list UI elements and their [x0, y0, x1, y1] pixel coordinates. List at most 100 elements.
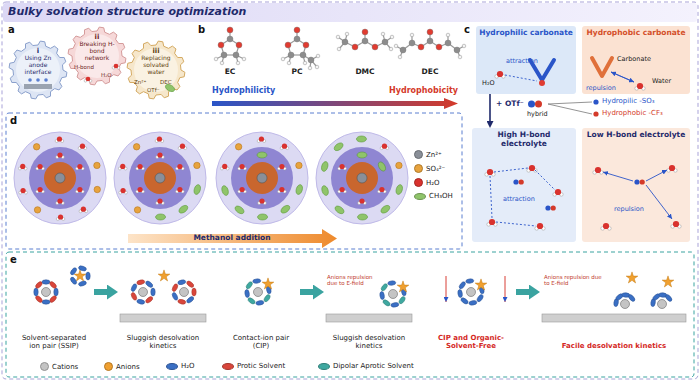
- oxygen-atom: [595, 167, 601, 173]
- panel-e-border: [6, 252, 694, 377]
- atom: [337, 47, 341, 51]
- atom: [303, 61, 307, 65]
- legend-swatch: [222, 363, 234, 370]
- atom: [236, 61, 240, 65]
- atom: [372, 44, 378, 50]
- legend-text: SO₄²⁻: [426, 165, 445, 173]
- solvent-molecule: [54, 288, 58, 296]
- legend-item: Anions: [104, 362, 140, 371]
- solvent-molecule: [263, 294, 271, 303]
- atom: [458, 55, 462, 59]
- edge-label: + OTf⁻: [496, 100, 524, 109]
- oxygen-atom: [20, 188, 25, 193]
- molecule-label: H₂O: [482, 80, 495, 87]
- cation: [180, 288, 189, 297]
- molecule-label: Carbonate: [617, 56, 651, 63]
- roman-numeral: iii: [152, 47, 159, 55]
- node-text: Sluggish desolvation kinetics: [326, 334, 412, 350]
- node-text: Contact-ion pair (CIP): [224, 334, 298, 350]
- oxygen-atom: [37, 187, 42, 192]
- anion-star: [662, 276, 674, 287]
- solvent-molecule: [130, 283, 137, 292]
- legend-text: CH₃OH: [429, 192, 453, 200]
- core: [246, 162, 278, 194]
- solvent-molecule: [664, 294, 673, 303]
- methanol-molecule: [356, 136, 366, 142]
- anion-star: [397, 281, 409, 292]
- sulfate-ion: [34, 207, 40, 213]
- solvent-molecule: [171, 283, 178, 292]
- sulfate-ion: [134, 207, 140, 213]
- solvent-molecule: [186, 296, 195, 304]
- hydrophobic-end: [551, 205, 556, 210]
- figure-title: Bulky solvation structure optimization: [8, 5, 246, 18]
- methanol-molecule: [221, 185, 230, 196]
- sulfate-ion: [194, 162, 200, 168]
- oxygen-atom: [222, 164, 227, 169]
- cation: [42, 288, 51, 297]
- panel-letter: a: [8, 24, 15, 36]
- core: [44, 162, 76, 194]
- molecule-model: [281, 27, 320, 70]
- solvent-molecule: [49, 281, 58, 290]
- node-shape: [582, 128, 690, 242]
- gradient-arrow: [212, 98, 458, 109]
- cation: [658, 300, 667, 309]
- electrolyte-box: High H-bond electrolyte: [472, 128, 576, 242]
- legend-item: H₂O: [414, 178, 440, 187]
- oxygen-atom: [81, 207, 86, 212]
- solvent-molecule: [136, 299, 145, 305]
- solvent-molecule: [145, 296, 154, 304]
- legend-item: Dipolar Aprotic Solvent: [318, 362, 414, 370]
- atom: [446, 33, 450, 37]
- oxygen-atom: [177, 164, 182, 169]
- line: [535, 170, 555, 190]
- methanol-molecule: [258, 214, 268, 220]
- molecule-name: EC: [225, 68, 236, 77]
- atom: [336, 35, 340, 39]
- legend-item: Cations: [40, 362, 78, 371]
- legend-item: H₂O: [166, 362, 195, 370]
- oxygen-atom: [379, 187, 384, 192]
- solvation-sheath: [216, 132, 308, 224]
- atom: [288, 52, 294, 58]
- box-fill: [582, 128, 690, 242]
- oxygen-atom: [114, 64, 119, 69]
- sulfate-ion: [133, 144, 139, 150]
- oxygen-atom: [339, 187, 344, 192]
- solvent-molecule: [253, 278, 261, 283]
- atom: [315, 65, 319, 69]
- solvent-molecule: [382, 299, 391, 307]
- panel-letter: d: [10, 115, 17, 127]
- node-text: Hydrophilic carbonate: [479, 29, 573, 38]
- legend-item: Protic Solvent: [222, 362, 285, 370]
- carbonate-shape: [592, 58, 612, 76]
- atom: [214, 57, 218, 61]
- atom: [220, 61, 224, 65]
- note: Anions repulsion due to E-field: [327, 274, 373, 287]
- node-text: Sluggish desolvation kinetics: [120, 334, 206, 350]
- node-illustration: [34, 265, 90, 304]
- atom: [221, 52, 227, 58]
- legend-swatch: [104, 362, 113, 371]
- solvent-molecule: [391, 302, 400, 308]
- molecule-label: H₂O: [101, 72, 112, 78]
- methanol-molecule: [280, 204, 292, 215]
- electrode: [326, 314, 412, 322]
- strategy-gear: iiBreaking H-bond network: [67, 26, 127, 86]
- oxygen-atom: [382, 144, 387, 149]
- solvent-molecule: [458, 281, 466, 290]
- interaction-label: repulsion: [614, 206, 644, 213]
- line: [603, 172, 633, 181]
- oxygen-atom: [669, 165, 675, 171]
- bond-label: H-bond: [74, 64, 94, 70]
- hydrophilic-end: [528, 101, 535, 108]
- oxygen-atom: [37, 164, 42, 169]
- atom: [409, 40, 415, 46]
- hydrophobic-end: [535, 101, 542, 108]
- outer-shell: [316, 132, 408, 224]
- solvent-molecule: [398, 296, 406, 305]
- atom: [242, 57, 246, 61]
- cation: [621, 300, 630, 309]
